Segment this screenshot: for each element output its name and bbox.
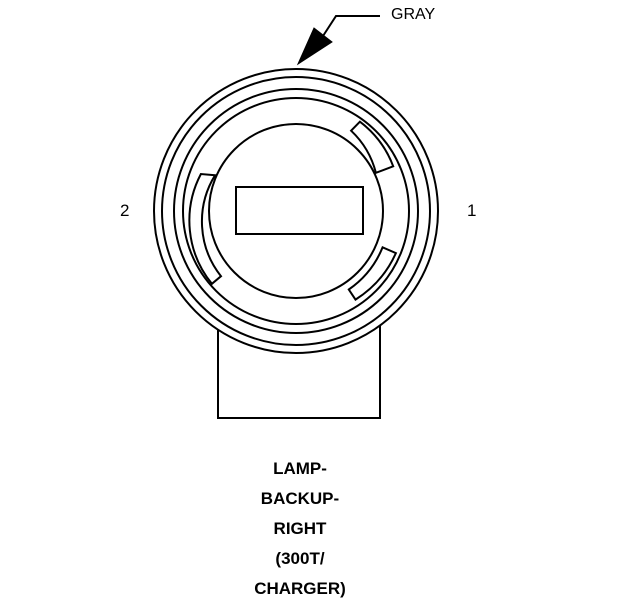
callout-leader-line xyxy=(322,15,380,37)
terminal-pin-2 xyxy=(188,172,223,286)
wire-color-label: GRAY xyxy=(391,6,436,23)
callout-arrowhead xyxy=(296,27,333,66)
terminal-pin-1-lower xyxy=(347,245,398,301)
center-slot xyxy=(235,186,364,235)
caption-line: RIGHT xyxy=(273,519,327,538)
housing-ring-2 xyxy=(161,76,431,346)
connector-caption: LAMP- BACKUP- RIGHT (300T/ CHARGER) xyxy=(200,454,400,604)
housing-ring-3 xyxy=(173,88,419,334)
caption-line: (300T/ xyxy=(275,549,325,568)
caption-line: BACKUP- xyxy=(260,489,340,508)
caption-line: CHARGER) xyxy=(254,579,346,598)
pin-number-2: 2 xyxy=(120,201,130,220)
terminal-pin-1-upper xyxy=(349,120,395,175)
caption-line: LAMP- xyxy=(273,459,327,478)
housing-ring-4 xyxy=(182,97,410,325)
pin-number-1: 1 xyxy=(467,201,477,220)
